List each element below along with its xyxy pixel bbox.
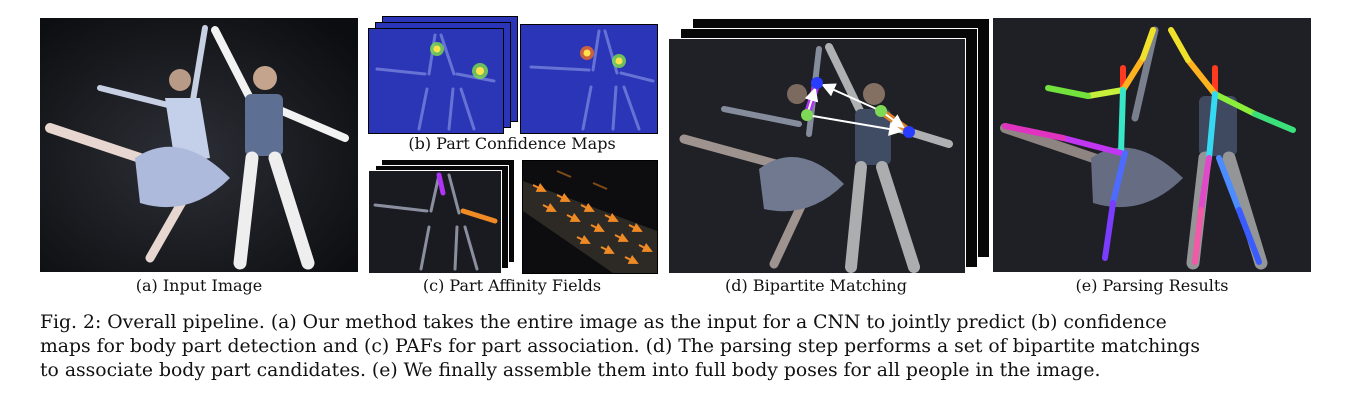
figure-caption: Fig. 2: Overall pipeline. (a) Our method… <box>40 311 1332 383</box>
panel-d-label: (d) Bipartite Matching <box>725 276 907 295</box>
ballet-dancers-photo <box>40 18 358 272</box>
panel-e-label: (e) Parsing Results <box>1075 276 1229 295</box>
caption-line-3: to associate body part candidates. (e) W… <box>40 360 1101 381</box>
input-image <box>40 18 358 272</box>
confidence-map-1 <box>368 28 504 134</box>
confidence-map-2 <box>520 24 658 134</box>
caption-line-1: Fig. 2: Overall pipeline. (a) Our method… <box>40 312 1167 333</box>
paf-vector-zoom <box>522 160 658 274</box>
panel-c-label: (c) Part Affinity Fields <box>422 276 602 295</box>
panel-b-label: (b) Part Confidence Maps <box>408 134 616 153</box>
bipartite-matching-image <box>668 38 966 274</box>
paf-map <box>368 170 502 274</box>
parsing-results-image <box>993 18 1311 272</box>
panel-a-label: (a) Input Image <box>135 276 263 295</box>
caption-line-2: maps for body part detection and (c) PAF… <box>40 336 1200 357</box>
